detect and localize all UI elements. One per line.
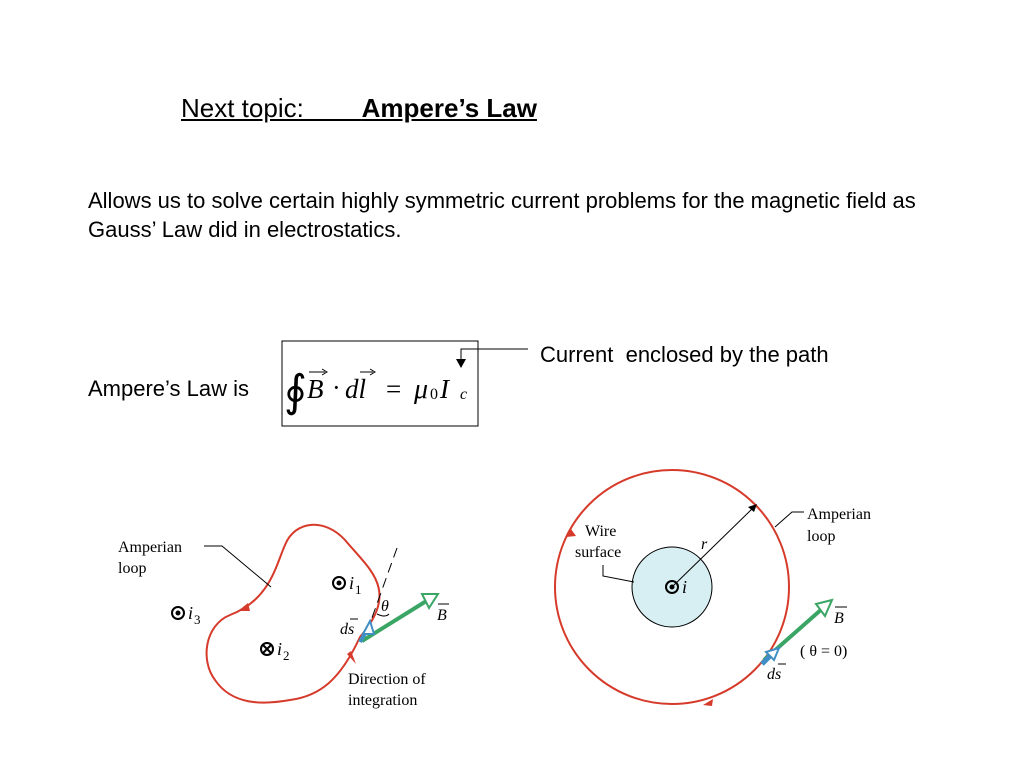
left-loop-label-leader xyxy=(204,545,272,588)
current-i1-out-of-page-icon xyxy=(332,576,346,590)
i1-label: i xyxy=(349,573,354,593)
current-callout-text: Current enclosed by the path xyxy=(540,342,829,367)
title-main: Ampere’s Law xyxy=(361,93,537,123)
i3-label: i xyxy=(188,603,193,623)
radius-label: r xyxy=(701,536,708,553)
theta-zero-label: ( θ = 0) xyxy=(800,643,847,660)
wire-current-label: i xyxy=(682,577,687,597)
integral-sign: ∮ xyxy=(284,367,307,416)
i3-subscript: 3 xyxy=(194,612,201,627)
left-loop-label-line2: loop xyxy=(118,560,146,577)
direction-label-line1: Direction of xyxy=(348,671,426,688)
b-vector-arrowhead xyxy=(420,593,440,611)
left-loop-label-line1: Amperian xyxy=(118,539,182,556)
theta-label: θ xyxy=(381,598,389,615)
circular-amperian-loop xyxy=(554,469,790,705)
right-ds-vector-arrowhead xyxy=(764,646,781,662)
ds-label: ds xyxy=(340,621,354,638)
radius-line xyxy=(671,507,754,588)
circle-direction-arrowhead-left xyxy=(566,529,576,537)
slide-title: Next topic: Ampere’s Law xyxy=(181,93,537,124)
eq-mu: μ xyxy=(413,374,428,405)
right-loop-label-leader xyxy=(774,511,804,528)
eq-dot: · xyxy=(332,373,341,402)
theta-arc xyxy=(376,613,390,617)
direction-label-line2: integration xyxy=(348,692,417,709)
right-loop-label-line2: loop xyxy=(807,528,835,545)
i1-subscript: 1 xyxy=(355,582,362,597)
wire-surface-label-line2: surface xyxy=(575,544,621,561)
circle-direction-arrowhead-bottom xyxy=(703,699,713,706)
ampere-law-label: Ampere’s Law is xyxy=(88,376,249,401)
callout-arrowhead xyxy=(456,359,466,368)
eq-mu-sub: 0 xyxy=(430,386,438,403)
description-text: Allows us to solve certain highly symmet… xyxy=(88,188,916,242)
eq-equals: = xyxy=(386,374,401,404)
i2-label: i xyxy=(277,639,282,659)
right-b-label: B xyxy=(834,610,844,627)
eq-dl-vector-head xyxy=(369,368,376,376)
current-i3-out-of-page-icon xyxy=(171,606,185,620)
eq-B-vector-head xyxy=(321,368,328,376)
wire-surface-leader xyxy=(602,565,635,583)
equation-box xyxy=(281,340,479,427)
right-loop-label-line1: Amperian xyxy=(807,506,871,523)
irregular-amperian-loop xyxy=(205,523,381,704)
eq-B: B xyxy=(307,374,324,404)
current-i2-into-page-icon xyxy=(260,642,274,656)
loop-direction-arrowhead-bottom xyxy=(347,651,356,664)
wire-surface-label-line1: Wire xyxy=(585,523,616,540)
eq-dl: dl xyxy=(345,374,366,404)
callout-leader-line xyxy=(460,348,528,360)
b-label: B xyxy=(437,607,447,624)
title-prefix: Next topic: xyxy=(181,93,362,123)
loop-direction-arrowhead-top xyxy=(238,603,250,611)
right-b-vector-arrowhead xyxy=(814,598,834,618)
radius-arrowhead xyxy=(748,504,757,512)
right-ds-label: ds xyxy=(767,666,781,683)
eq-I-sub: c xyxy=(460,386,467,403)
i2-subscript: 2 xyxy=(283,648,290,663)
ds-vector-arrowhead xyxy=(361,618,376,635)
eq-I: I xyxy=(439,374,451,404)
